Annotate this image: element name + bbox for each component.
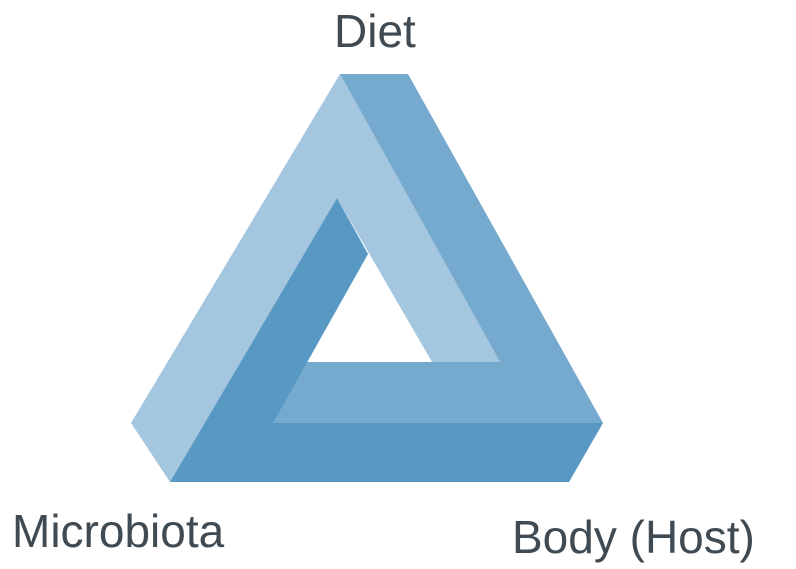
- node-label-body-host: Body (Host): [512, 514, 755, 560]
- node-label-microbiota: Microbiota: [12, 508, 224, 554]
- node-label-diet: Diet: [334, 8, 416, 54]
